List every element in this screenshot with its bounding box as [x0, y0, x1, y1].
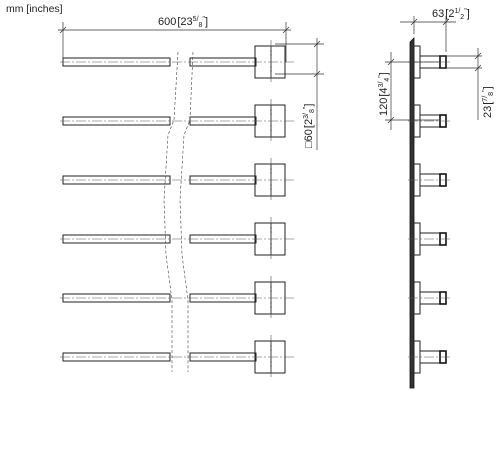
pipe-dimension-text: 23[7/8"] — [482, 86, 495, 118]
side-bar-fitting — [408, 104, 452, 138]
spacing-dimension: 120[43/4"] — [378, 52, 440, 130]
width-dimension-text: 600[235/8"] — [158, 16, 208, 29]
side-bar-fitting — [408, 281, 452, 315]
break-line-right — [179, 51, 194, 372]
spacing-dimension-text: 120[43/4"] — [378, 72, 391, 116]
towel-bar — [60, 99, 294, 143]
depth-dimension: 63[21/2"] — [400, 8, 470, 52]
side-bar-fitting — [408, 222, 452, 256]
towel-bar — [60, 335, 294, 379]
units-label: mm [inches] — [6, 3, 63, 15]
towel-bar — [60, 158, 294, 202]
side-view: 63[21/2"] 120[43/4"] 23[7/8"] — [378, 8, 495, 389]
towel-bars — [60, 40, 294, 379]
depth-dimension-text: 63[21/2"] — [432, 8, 470, 21]
side-bar-fitting — [408, 163, 452, 197]
side-bar-fitting — [408, 340, 452, 374]
side-bars — [408, 45, 452, 374]
square-dimension-text: □60[23/8"] — [303, 104, 316, 148]
pipe-dimension: 23[7/8"] — [440, 48, 495, 120]
front-view: 600[235/8"] □60[23/8"] — [58, 16, 324, 379]
break-line-left — [163, 51, 179, 372]
towel-bar — [60, 40, 294, 84]
wall-plate — [409, 37, 415, 389]
towel-bar — [60, 276, 294, 320]
towel-bar — [60, 217, 294, 261]
width-dimension: 600[235/8"] — [58, 16, 291, 62]
square-dimension: □60[23/8"] — [275, 38, 324, 150]
